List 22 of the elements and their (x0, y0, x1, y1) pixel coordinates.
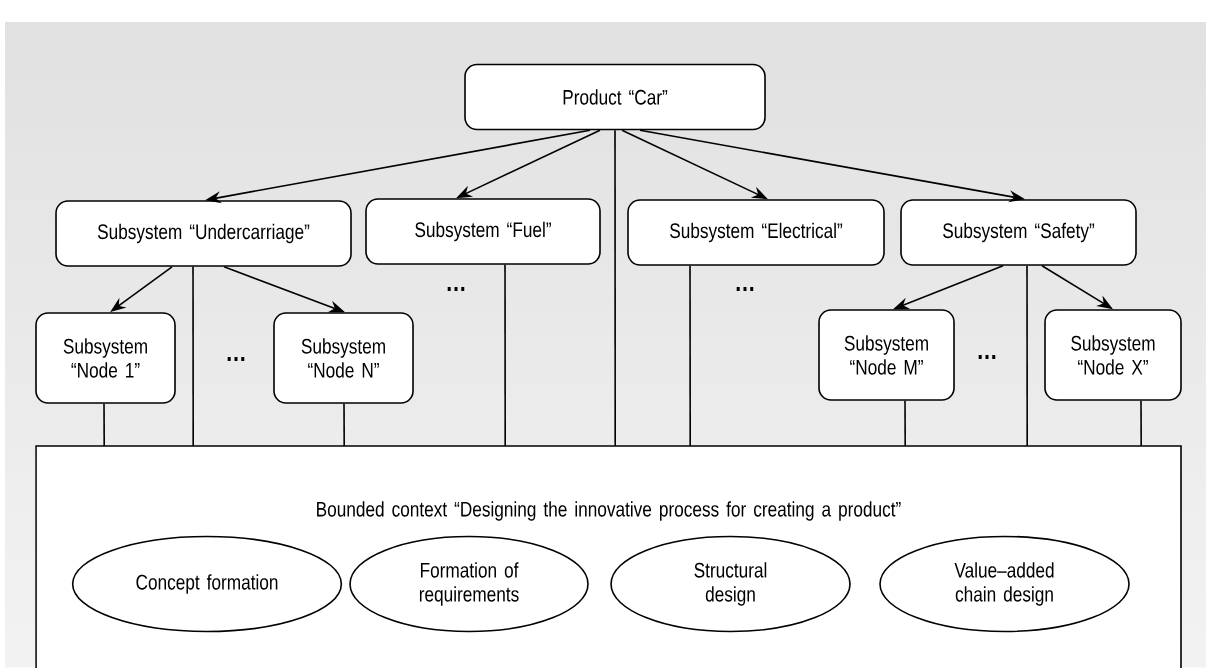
subsystem-box: Subsystem “Electrical” (627, 199, 885, 266)
subsystem-box: Subsystem “Node X” (1044, 309, 1182, 401)
ellipsis-label: … (227, 357, 245, 361)
connector-line (689, 265, 691, 447)
subsystem-box: Subsystem “Node M” (818, 309, 955, 401)
subsystem-box: Subsystem “Safety” (900, 199, 1137, 266)
connector-line (343, 403, 345, 447)
connector-line (904, 400, 906, 447)
connector-line (192, 266, 194, 447)
connector-line (1026, 265, 1028, 447)
connector-line (1140, 400, 1142, 447)
ellipsis-label: … (736, 287, 754, 291)
subsystem-box: Product “Car” (464, 63, 766, 131)
subsystem-box: Subsystem “Node 1” (35, 312, 176, 404)
ellipsis-label: … (978, 355, 996, 359)
subsystem-box: Subsystem “Fuel” (365, 198, 601, 265)
subsystem-box: Subsystem “Node N” (273, 312, 414, 404)
ellipsis-label: … (447, 287, 465, 291)
connector-line (614, 129, 616, 447)
connector-line (504, 264, 506, 447)
connector-line (103, 403, 105, 447)
subsystem-box: Subsystem “Undercarriage” (55, 200, 352, 267)
